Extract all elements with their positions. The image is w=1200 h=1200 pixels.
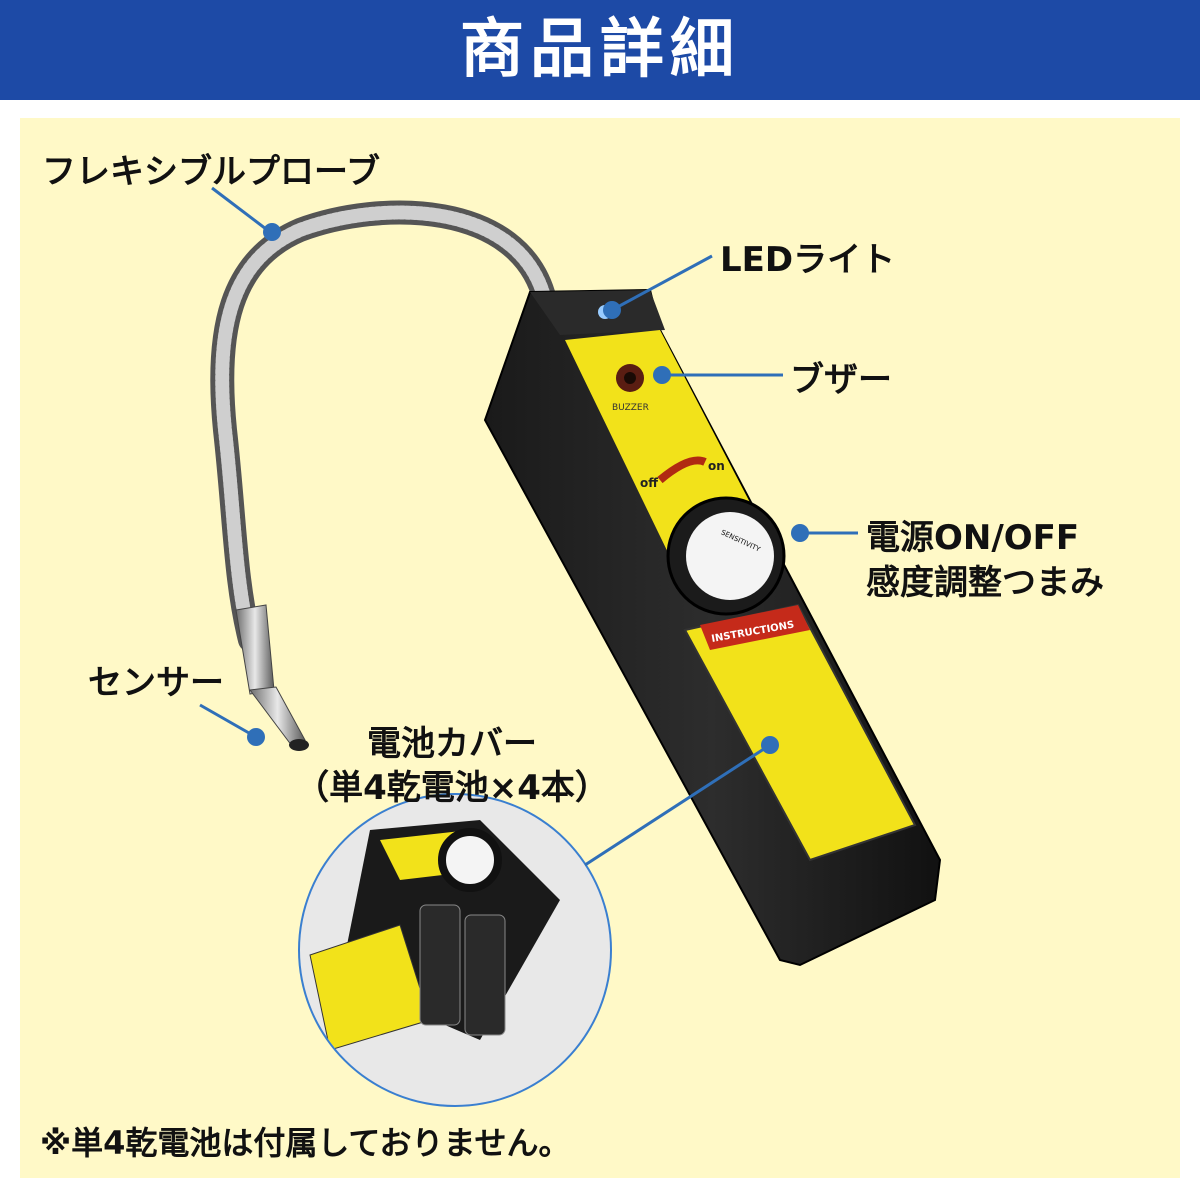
label-flexible-probe: フレキシブルプローブ	[42, 152, 380, 192]
label-power-line2: 感度調整つまみ	[866, 563, 1104, 603]
label-battery-cover-line2: （単4乾電池×4本）	[295, 768, 609, 808]
label-sensor: センサー	[88, 663, 224, 703]
label-battery-cover-line1: 電池カバー	[367, 724, 537, 764]
label-power-line1: 電源ON/OFF	[866, 518, 1080, 558]
label-led-light: LEDライト	[720, 240, 896, 280]
detector-body	[483, 288, 942, 967]
sensor-tip	[235, 604, 309, 751]
on-text: on	[708, 459, 725, 473]
callout-lines	[199, 186, 858, 867]
battery-inset	[298, 793, 612, 1107]
header-bar: 商品詳細	[0, 0, 1200, 100]
page-title: 商品詳細	[460, 13, 740, 87]
buzzer-text: BUZZER	[612, 403, 649, 413]
footer-note: ※単4乾電池は付属しておりません。	[40, 1124, 571, 1162]
label-buzzer: ブザー	[790, 360, 892, 400]
off-text: off	[640, 476, 658, 490]
